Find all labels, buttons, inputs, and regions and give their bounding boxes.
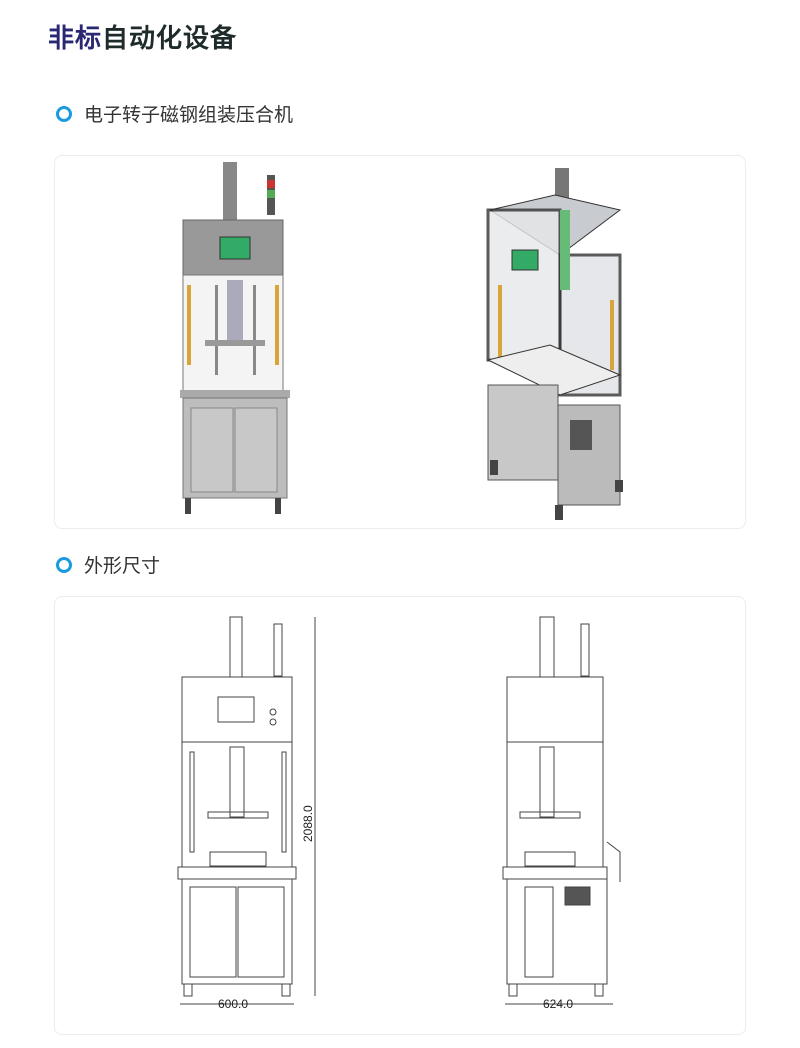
width-dimension-label: 624.0	[543, 997, 573, 1011]
section-label: 外形尺寸	[84, 555, 161, 577]
title-highlight: 非标	[48, 24, 103, 54]
machine-images-card	[54, 155, 746, 529]
circle-bullet-icon	[56, 556, 72, 573]
circle-bullet-icon	[56, 105, 72, 122]
machine-isometric-image	[486, 168, 623, 520]
page-title: 非标自动化设备	[48, 18, 237, 55]
height-dimension-label: 2088.0	[301, 805, 315, 842]
machine-front-image	[180, 162, 290, 514]
front-dimension-drawing: 600.0 2088.0	[177, 616, 316, 1011]
width-dimension-label: 600.0	[218, 997, 248, 1011]
section-label: 电子转子磁钢组装压合机	[84, 104, 294, 126]
dimension-drawings-card	[54, 596, 746, 1035]
section-heading-dimensions: 外形尺寸	[56, 551, 160, 578]
section-heading-machine: 电子转子磁钢组装压合机	[56, 100, 293, 127]
side-dimension-drawing: 624.0	[502, 616, 621, 1011]
title-rest: 自动化设备	[102, 24, 238, 54]
